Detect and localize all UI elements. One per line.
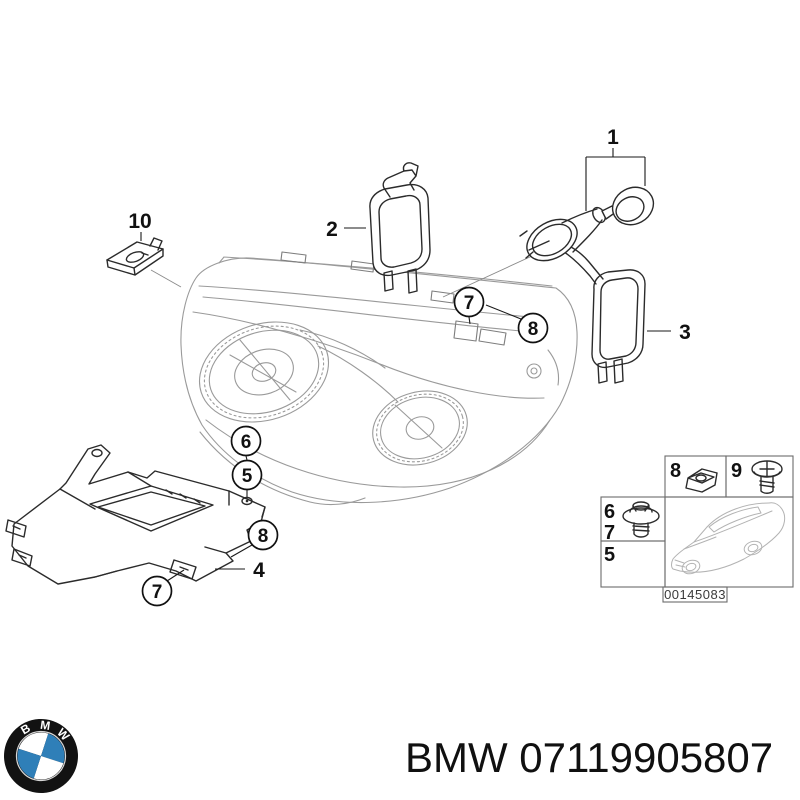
label-1-group: 1 bbox=[585, 126, 646, 211]
inset-label-5: 5 bbox=[604, 544, 615, 566]
headlight-drawing bbox=[180, 251, 578, 506]
headlight-top-face-2 bbox=[202, 296, 533, 333]
logo-letter-m: M bbox=[39, 718, 51, 733]
bracket-outline bbox=[11, 444, 266, 585]
label-4-group: 4 bbox=[215, 559, 265, 582]
headlight-inner-curves bbox=[299, 329, 399, 403]
inset-image-number-box bbox=[662, 586, 728, 603]
cover-2-legs bbox=[383, 268, 418, 294]
clip-leader-line bbox=[150, 269, 182, 288]
part-label-3: 3 bbox=[679, 321, 691, 344]
clip-curl bbox=[141, 237, 163, 256]
label-2-group: 2 bbox=[326, 218, 366, 241]
inset-image-number: 00145083 bbox=[664, 587, 726, 602]
callout-5-bracket: 5 bbox=[231, 459, 263, 497]
inset-label-9: 9 bbox=[731, 460, 742, 482]
label-1-bracket-line bbox=[585, 148, 646, 211]
callout-8-headlight-num: 8 bbox=[528, 319, 539, 340]
callout-5-bracket-num: 5 bbox=[242, 466, 253, 487]
bulb-axis-line bbox=[442, 249, 546, 298]
left-lens bbox=[198, 321, 330, 423]
callout-7-headlight-num: 7 bbox=[464, 293, 475, 314]
bracket-left-feet bbox=[5, 519, 33, 567]
bracket-recess bbox=[89, 485, 214, 532]
part-number-text: BMW 07119905807 bbox=[405, 734, 773, 781]
inset-part-8-cagenut bbox=[685, 468, 718, 493]
inset-label-7: 7 bbox=[604, 522, 615, 544]
cover-2-strap bbox=[382, 162, 419, 198]
part-2-cover bbox=[369, 162, 431, 294]
headlight-right-end-detail bbox=[526, 349, 560, 386]
part-3-cover bbox=[551, 242, 646, 384]
bracket-screw-hole bbox=[241, 496, 253, 506]
cover-3-legs bbox=[597, 358, 624, 384]
bmw-logo: B M W bbox=[3, 718, 78, 793]
callout-7-bracket-num: 7 bbox=[152, 582, 163, 603]
inset-part-9-screw bbox=[751, 460, 783, 494]
callout-6-bracket: 6 bbox=[230, 425, 262, 461]
headlight-lower-mount bbox=[199, 431, 366, 506]
headlight-mounting-tabs bbox=[280, 251, 507, 346]
callout-8-bracket-num: 8 bbox=[258, 526, 269, 547]
inset-main-frame bbox=[664, 496, 794, 588]
socket-needle bbox=[519, 230, 550, 259]
inset-cell-9 bbox=[725, 455, 794, 498]
label-10-group: 10 bbox=[128, 210, 152, 241]
inset-part-6-7-screw bbox=[622, 501, 660, 538]
callout-7-bracket: 7 bbox=[141, 569, 185, 607]
part-1-bulb-socket bbox=[442, 186, 655, 298]
part-label-4: 4 bbox=[253, 559, 265, 582]
clip-thickness bbox=[106, 248, 164, 276]
inset-label-6: 6 bbox=[604, 501, 615, 523]
inset-cell-5 bbox=[600, 540, 666, 588]
logo-quadrants bbox=[17, 732, 65, 780]
headlight-lens-split bbox=[192, 311, 545, 399]
part-label-1: 1 bbox=[607, 126, 619, 149]
bracket-boss bbox=[228, 490, 266, 518]
headlight-top-face-1 bbox=[198, 285, 541, 319]
callout-8-headlight: 8 bbox=[485, 304, 549, 344]
bracket-fold-lines bbox=[59, 471, 227, 578]
inset-box: 8 9 6 7 5 00145083 bbox=[600, 455, 794, 603]
part-label-2: 2 bbox=[326, 218, 338, 241]
callout-7-headlight: 7 bbox=[453, 286, 485, 325]
inset-label-8: 8 bbox=[670, 460, 681, 482]
callout-6-bracket-num: 6 bbox=[241, 432, 252, 453]
bracket-notches bbox=[165, 489, 201, 504]
bracket-arm-hole bbox=[91, 448, 103, 458]
part-10-clip bbox=[106, 237, 182, 288]
logo-inner-rim bbox=[15, 730, 67, 782]
headlight-bottom-inner bbox=[205, 419, 551, 488]
right-lens bbox=[372, 390, 468, 466]
label-3-group: 3 bbox=[647, 321, 691, 344]
bracket-right-foot bbox=[169, 559, 197, 580]
callout-8-bracket: 8 bbox=[230, 519, 279, 558]
part-4-bracket bbox=[5, 444, 266, 585]
clip-top-plate bbox=[106, 241, 164, 269]
seal-ring bbox=[611, 186, 655, 226]
part-label-10: 10 bbox=[128, 210, 151, 233]
inset-car-thumbnail bbox=[671, 502, 786, 575]
